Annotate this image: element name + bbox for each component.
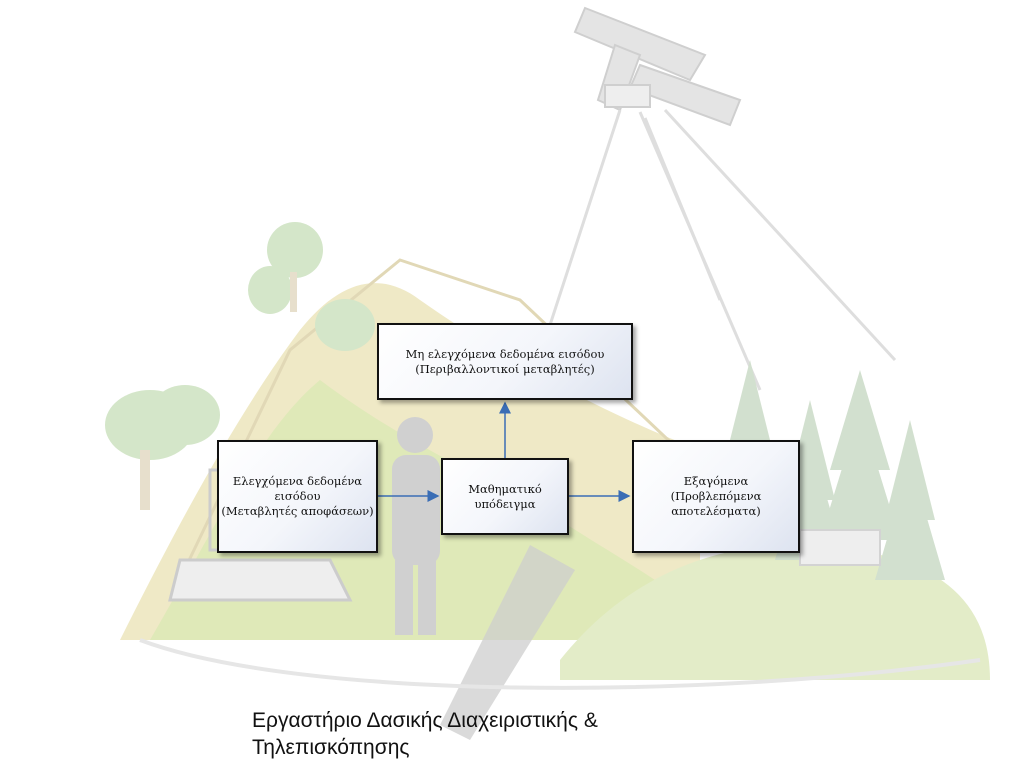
box-label-line: (Περιβαλλοντικοί μεταβλητές) — [415, 361, 595, 376]
outputs-box: Εξαγόμενα (Προβλεπόμενα αποτελέσματα) — [632, 440, 800, 553]
footer-line: Τηλεπισκόπησης — [252, 736, 410, 759]
box-label-line: εισόδου — [274, 489, 321, 503]
lab-name-footer: Εργαστήριο Δασικής Διαχειριστικής & Τηλε… — [252, 707, 812, 761]
satellite-icon — [573, 6, 742, 127]
controlled-inputs-box: Ελεγχόμενα δεδομένα εισόδου (Μεταβλητές … — [217, 440, 378, 553]
tree-trunk-icon — [140, 272, 297, 510]
equipment-icon — [799, 529, 881, 566]
box-label-line: αποτελέσματα) — [671, 504, 761, 518]
mathematical-model-box: Μαθηματικό υπόδειγμα — [441, 458, 569, 535]
uncontrolled-inputs-box: Μη ελεγχόμενα δεδομένα εισόδου (Περιβαλλ… — [377, 323, 633, 400]
box-label-line: υπόδειγμα — [474, 496, 536, 511]
laptop-icon — [168, 468, 353, 602]
box-label-line: (Μεταβλητές αποφάσεων) — [221, 504, 374, 518]
box-label-line: Μη ελεγχόμενα δεδομένα εισόδου — [405, 346, 605, 361]
tree-icon — [105, 222, 375, 460]
box-label-line: (Προβλεπόμενα — [670, 489, 762, 503]
ground-shape — [139, 638, 981, 690]
box-label-line: Εξαγόμενα — [683, 474, 749, 488]
footer-line: Εργαστήριο Δασικής Διαχειριστικής & — [252, 709, 598, 732]
box-label-line: Μαθηματικό — [468, 481, 542, 496]
device-beam-shape — [440, 545, 575, 740]
box-label-line: Ελεγχόμενα δεδομένα — [232, 474, 363, 488]
person-silhouette-icon — [392, 417, 440, 635]
